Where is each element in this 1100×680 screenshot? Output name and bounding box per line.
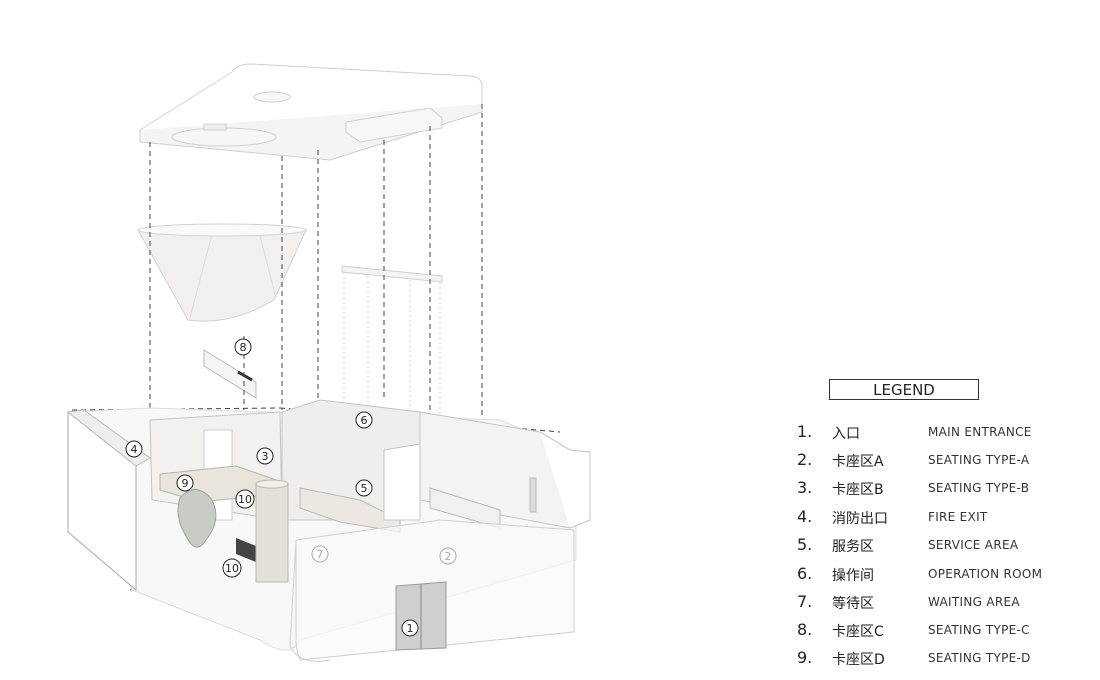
svg-text:6: 6	[361, 414, 368, 427]
area-marker-7: 7	[311, 545, 329, 563]
svg-text:1: 1	[407, 622, 414, 635]
svg-text:2: 2	[445, 550, 452, 563]
area-marker-4: 4	[125, 440, 143, 458]
svg-text:3: 3	[262, 450, 269, 463]
svg-text:10: 10	[238, 493, 252, 506]
hanging-cone-lamp	[137, 223, 307, 322]
left-wall	[66, 409, 151, 592]
svg-text:8: 8	[240, 341, 247, 354]
area-marker-10a: 10	[235, 489, 255, 509]
area-marker-1: 1	[401, 619, 419, 637]
svg-text:7: 7	[317, 548, 324, 561]
partition-c	[203, 349, 257, 399]
area-marker-6: 6	[355, 411, 373, 429]
svg-text:9: 9	[182, 477, 189, 490]
area-marker-2: 2	[439, 547, 457, 565]
svg-text:4: 4	[131, 443, 138, 456]
area-marker-8: 8	[234, 338, 252, 356]
area-marker-9: 9	[176, 474, 194, 492]
front-facade	[289, 519, 575, 662]
ceiling-slab	[138, 63, 483, 161]
area-marker-10b: 10	[222, 558, 242, 578]
svg-text:5: 5	[361, 482, 368, 495]
area-marker-5: 5	[355, 479, 373, 497]
svg-text:10: 10	[225, 562, 239, 575]
area-marker-3: 3	[256, 447, 274, 465]
